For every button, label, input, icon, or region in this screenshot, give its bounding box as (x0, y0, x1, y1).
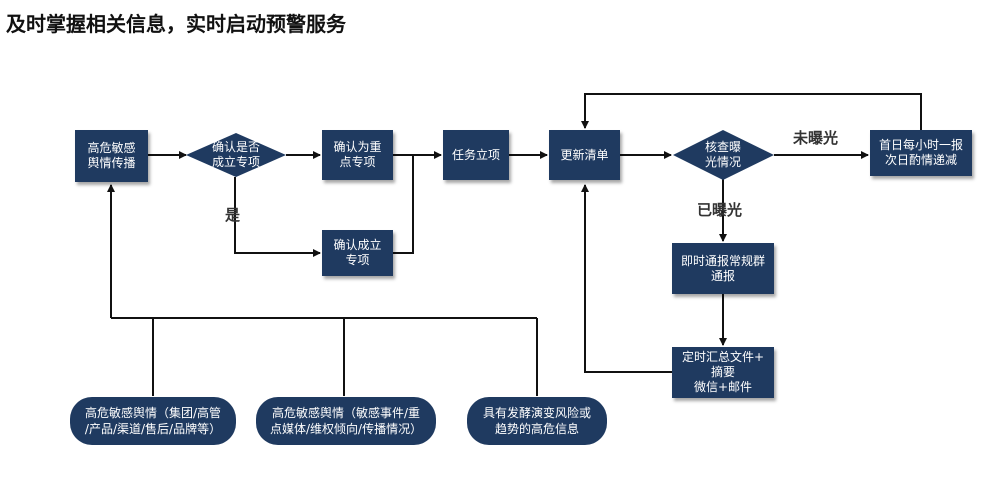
label-unexposed: 未曝光 (793, 129, 839, 147)
label-exposed: 已曝光 (697, 201, 743, 219)
page-title: 及时掌握相关信息，实时启动预警服务 (6, 12, 346, 36)
source-pill-group-products: 高危敏感舆情（集团/高管 /产品/渠道/售后/品牌等） (70, 397, 236, 445)
decision-check-diamond (673, 130, 774, 180)
node-sensitive-spread: 高危敏感 舆情传播 (75, 130, 148, 182)
node-update-list: 更新清单 (549, 130, 620, 180)
node-confirm-established: 确认成立 专项 (322, 230, 393, 276)
source-pill-sensitive-events: 高危敏感舆情（敏感事件/重 点媒体/维权倾向/传播情况） (256, 397, 436, 445)
label-yes: 是 (225, 206, 241, 224)
check-exposure-text: 核查曝 光情况 (704, 140, 741, 169)
arrow-yes-branch (234, 177, 321, 257)
arrow-summary-loop (581, 184, 672, 373)
node-hourly-report: 首日每小时一报 次日酌情递减 (870, 130, 972, 176)
line-established-to-task (393, 155, 414, 254)
decision-confirm-diamond (186, 133, 286, 177)
source-pill-risk-trend: 具有发酵演变风险或 趋势的高危信息 (467, 397, 607, 445)
confirm-question-text: 确认是否 成立专项 (211, 140, 260, 169)
node-instant-notify: 即时通报常规群 通报 (672, 243, 774, 294)
arrow-daily-loop (581, 93, 922, 130)
node-task-initiation: 任务立项 (443, 130, 509, 180)
node-summary: 定时汇总文件+ 摘要 微信+邮件 (672, 347, 774, 398)
node-key-topic: 确认为重 点专项 (322, 130, 393, 180)
